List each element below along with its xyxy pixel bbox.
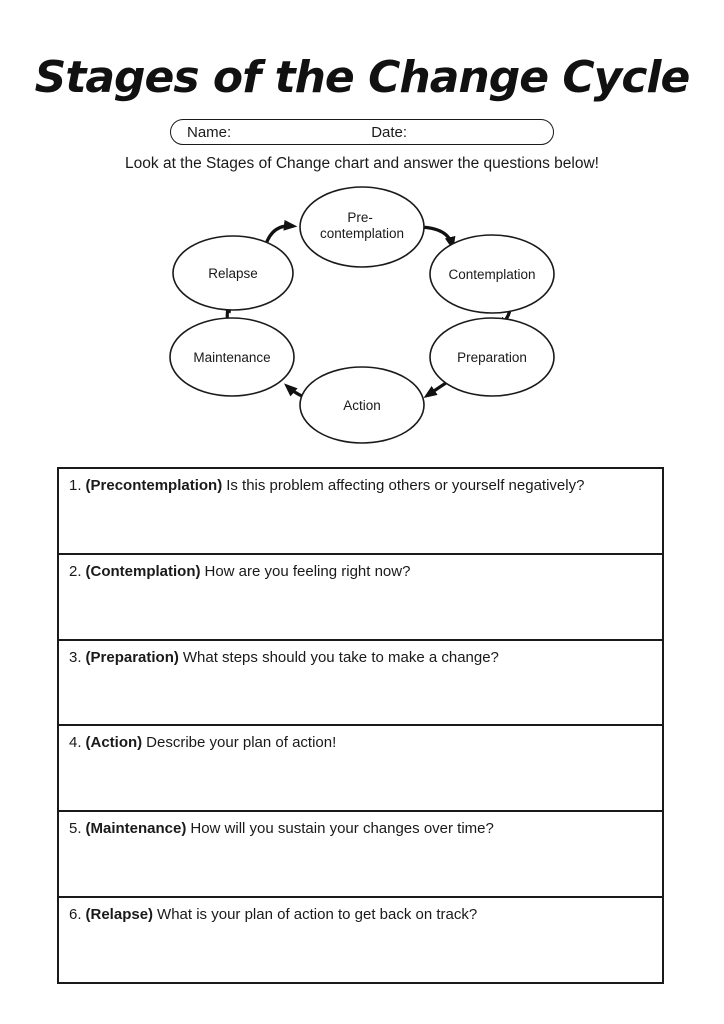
question-stage: (Action) bbox=[85, 734, 143, 752]
question-text: How will you sustain your changes over t… bbox=[190, 820, 494, 838]
question-text: How are you feeling right now? bbox=[204, 562, 411, 580]
question-stage: (Precontemplation) bbox=[85, 477, 223, 494]
preparation-ellipse bbox=[429, 317, 555, 397]
question-text: Describe your plan of action! bbox=[146, 734, 337, 752]
node-relapse: Relapse bbox=[172, 235, 294, 311]
question-text: What is your plan of action to get back … bbox=[157, 906, 478, 924]
question-number: 5. bbox=[69, 820, 82, 838]
question-row-4: 4.(Action)Describe your plan of action! bbox=[59, 724, 662, 810]
question-number: 3. bbox=[69, 648, 82, 666]
node-contemplation: Contemplation bbox=[429, 234, 555, 314]
node-maintenance: Maintenance bbox=[169, 317, 295, 397]
question-stage: (Maintenance) bbox=[85, 820, 187, 838]
preparation-label: Preparation bbox=[457, 350, 527, 365]
page-title: Stages of the Change Cycle bbox=[34, 52, 691, 103]
node-action: Action bbox=[299, 366, 425, 444]
contemplation-ellipse bbox=[429, 234, 555, 314]
question-stage: (Relapse) bbox=[85, 906, 154, 924]
question-row-6: 6.(Relapse)What is your plan of action t… bbox=[59, 896, 662, 982]
precontemplation-ellipse bbox=[299, 186, 425, 268]
instruction-text: Look at the Stages of Change chart and a… bbox=[125, 155, 599, 172]
arrow-precontemplation-to-contemplation bbox=[418, 225, 456, 251]
questions-table: 1.(Precontemplation)Is this problem affe… bbox=[57, 467, 664, 984]
question-number: 6. bbox=[69, 906, 82, 924]
question-number: 1. bbox=[69, 477, 82, 494]
question-row-3: 3.(Preparation)What steps should you tak… bbox=[59, 638, 662, 725]
node-preparation: Preparation bbox=[429, 317, 555, 397]
date-label: Date: bbox=[371, 123, 408, 141]
action-ellipse bbox=[299, 366, 425, 444]
question-stage: (Preparation) bbox=[85, 648, 179, 666]
maintenance-ellipse bbox=[169, 317, 295, 397]
node-precontemplation: Pre- contemplation bbox=[299, 186, 425, 268]
question-text: What steps should you take to make a cha… bbox=[182, 648, 499, 666]
question-row-2: 2.(Contemplation)How are you feeling rig… bbox=[59, 552, 662, 639]
precontemplation-label: Pre- contemplation bbox=[320, 210, 404, 241]
name-label: Name: bbox=[187, 123, 232, 141]
contemplation-label: Contemplation bbox=[448, 267, 535, 282]
action-label: Action bbox=[343, 398, 381, 413]
question-number: 4. bbox=[69, 734, 82, 752]
maintenance-label: Maintenance bbox=[193, 350, 270, 365]
name-date-field: Name: Date: bbox=[170, 119, 554, 145]
question-number: 2. bbox=[69, 562, 82, 580]
question-stage: (Contemplation) bbox=[85, 562, 201, 580]
stages-cycle-diagram: Pre- contemplation Contemplation Prepara… bbox=[169, 186, 555, 444]
question-text: Is this problem affecting others or your… bbox=[226, 477, 585, 494]
question-row-1: 1.(Precontemplation)Is this problem affe… bbox=[59, 469, 662, 553]
relapse-ellipse bbox=[172, 235, 294, 311]
question-row-5: 5.(Maintenance)How will you sustain your… bbox=[59, 810, 662, 896]
relapse-label: Relapse bbox=[208, 266, 258, 281]
